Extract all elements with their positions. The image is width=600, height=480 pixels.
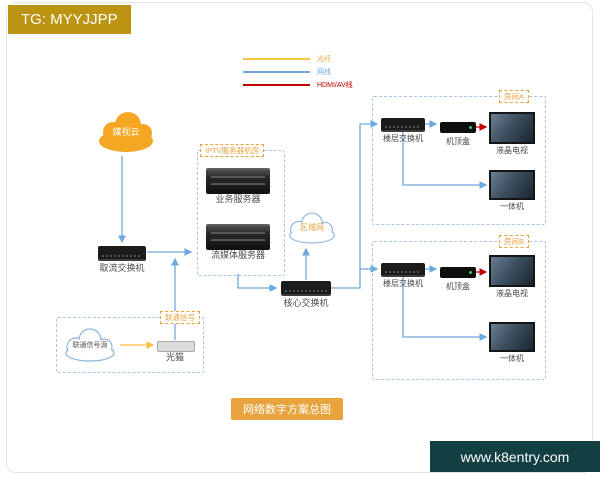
- core-switch-label: 核心交换机: [283, 298, 329, 308]
- optical-modem-label: 光猫: [165, 352, 184, 362]
- room-b-lcd-tv-label: 液晶电视: [496, 289, 528, 298]
- unicom-source-cloud-icon: [65, 328, 115, 362]
- streaming-server-label: 流媒体服务器: [210, 250, 265, 260]
- room-a-lcd-tv-device: [489, 112, 535, 144]
- room-b-lcd-tv-device: [489, 255, 535, 287]
- legend: 光纤 网线 HDMI/AV线: [243, 55, 353, 89]
- tg-badge: TG: MYYJJPP: [8, 5, 131, 34]
- image-frame: [6, 2, 593, 473]
- media-cloud-label: 媒视云: [112, 126, 140, 137]
- diagram-title: 网络数字方案总图: [231, 398, 343, 420]
- room-b-box: [372, 241, 546, 380]
- core-switch-device: [281, 281, 331, 296]
- business-server-label: 业务服务器: [215, 194, 261, 204]
- room-a-floor-switch-device: [381, 118, 425, 132]
- legend-label-fiber: 光纤: [317, 55, 331, 63]
- room-a-lcd-tv-label: 液晶电视: [496, 146, 528, 155]
- media-cloud-icon: [99, 112, 153, 152]
- business-server-device: [206, 168, 270, 194]
- legend-label-ethernet: 网线: [317, 68, 331, 76]
- stream-switch-label: 取流交换机: [99, 263, 145, 273]
- room-a-aio-device: [489, 170, 535, 200]
- room-b-aio-label: 一体机: [500, 354, 524, 363]
- watermark-badge: www.k8entry.com: [430, 441, 600, 472]
- room-b-label: 房间B: [499, 235, 530, 248]
- optical-modem-device: [157, 341, 195, 352]
- room-a-label: 房间A: [499, 90, 530, 103]
- room-a-floor-switch-label: 楼层交换机: [383, 134, 423, 143]
- room-b-aio-device: [489, 322, 535, 352]
- legend-row-fiber: 光纤: [243, 55, 353, 63]
- iptv-room-label: IPTV服务器机房: [200, 144, 265, 157]
- ethernet-line-swatch: [243, 71, 310, 73]
- legend-row-ethernet: 网线: [243, 68, 353, 76]
- room-a-stb-device: [440, 122, 476, 133]
- room-a-aio-label: 一体机: [500, 202, 524, 211]
- room-b-floor-switch-device: [381, 263, 425, 277]
- room-b-floor-switch-label: 楼层交换机: [383, 279, 423, 288]
- room-a-stb-label: 机顶盒: [446, 137, 470, 146]
- legend-row-hdmi: HDMI/AV线: [243, 81, 353, 89]
- streaming-server-device: [206, 224, 270, 250]
- regional-network-cloud-icon: [289, 212, 335, 244]
- fiber-line-swatch: [243, 58, 310, 60]
- regional-network-label: 区域网: [300, 223, 324, 232]
- room-b-stb-label: 机顶盒: [446, 282, 470, 291]
- stream-switch-device: [98, 246, 146, 261]
- legend-label-hdmi: HDMI/AV线: [317, 81, 353, 89]
- unicom-source-label: 联通信号源: [72, 341, 108, 349]
- hdmi-line-swatch: [243, 84, 310, 86]
- unicom-signal-label: 联通信号: [160, 311, 200, 324]
- unicom-signal-box: [56, 317, 204, 373]
- room-b-stb-device: [440, 267, 476, 278]
